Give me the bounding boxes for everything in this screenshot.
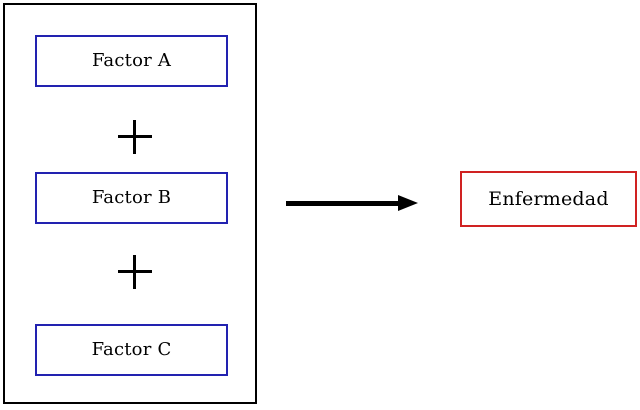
outcome-box-label: Enfermedad	[488, 187, 609, 210]
arrow-head	[398, 195, 418, 211]
factor-group-container: Factor A Factor B Factor C	[3, 3, 257, 404]
outcome-box-enfermedad[interactable]: Enfermedad	[460, 171, 637, 227]
factor-box-c-label: Factor C	[91, 339, 172, 360]
factor-box-c[interactable]: Factor C	[35, 324, 228, 376]
plus-operator-icon-1	[118, 120, 152, 154]
arrow-right-icon	[286, 190, 422, 220]
plus-vertical-bar	[133, 120, 136, 154]
plus-operator-icon-2	[118, 255, 152, 289]
factor-box-b-label: Factor B	[91, 187, 172, 208]
plus-vertical-bar	[133, 255, 136, 289]
factor-box-a-label: Factor A	[91, 50, 172, 71]
factor-box-a[interactable]: Factor A	[35, 35, 228, 87]
arrow-shaft	[286, 201, 402, 206]
factor-box-b[interactable]: Factor B	[35, 172, 228, 224]
